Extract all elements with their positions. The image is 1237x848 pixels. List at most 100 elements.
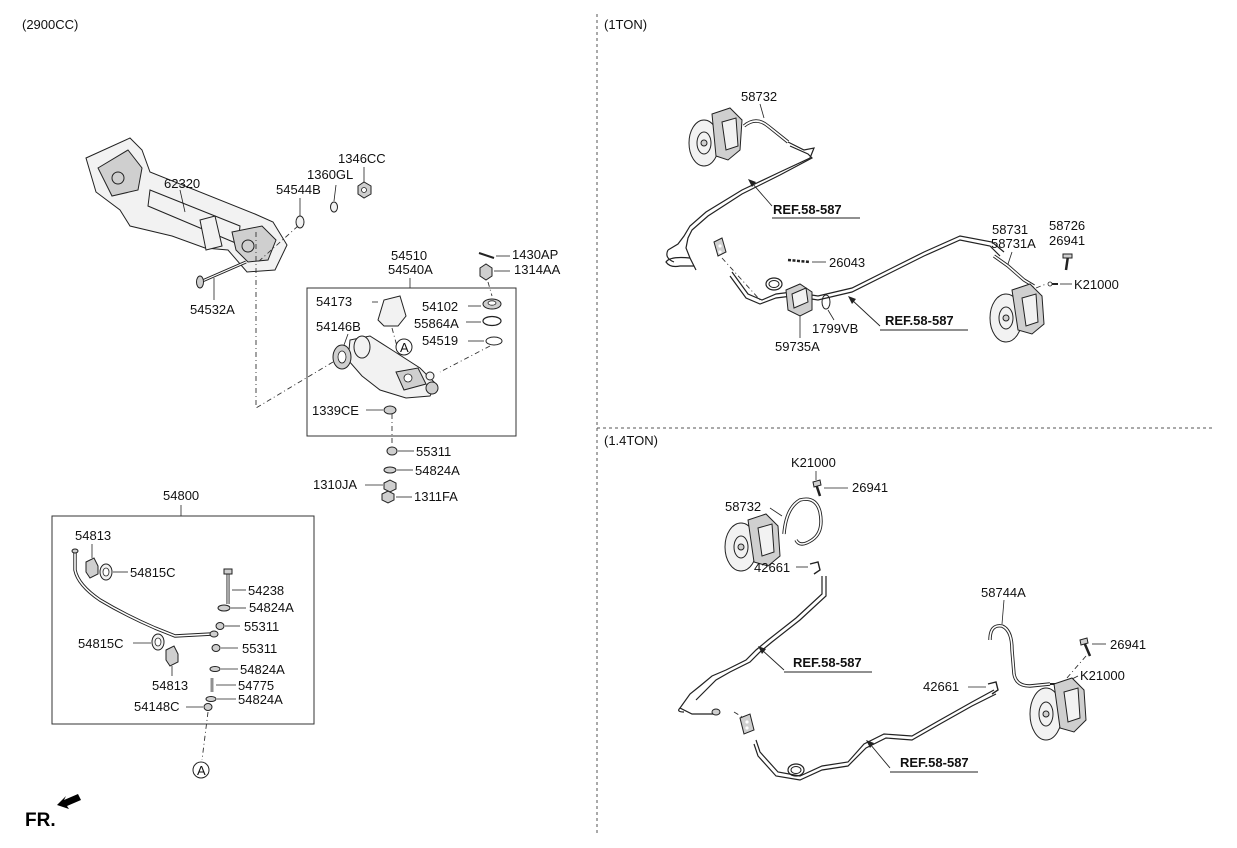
brake-disc-right-14ton xyxy=(1029,677,1087,741)
label-54824A-d: 54824A xyxy=(238,692,283,707)
ref-arrow-4 xyxy=(866,740,978,773)
label-59735A: 59735A xyxy=(775,339,820,354)
brake-line-right-1ton xyxy=(729,235,1005,305)
label-1346CC: 1346CC xyxy=(338,151,386,166)
label-42661-a: 42661 xyxy=(754,560,790,575)
label-54519: 54519 xyxy=(422,333,458,348)
callout-A-label-bar: A xyxy=(197,763,206,778)
clip-1799VB xyxy=(821,294,835,321)
label-54815C-a: 54815C xyxy=(130,565,176,580)
label-54238: 54238 xyxy=(248,583,284,598)
label-1314AA: 1314AA xyxy=(514,262,561,277)
lower-arm-body xyxy=(347,335,439,399)
label-54824A-b: 54824A xyxy=(249,600,294,615)
connector-K21000-1ton xyxy=(1047,281,1072,287)
label-26941-1ton: 26941 xyxy=(1049,233,1085,248)
callout-A-label-arm: A xyxy=(400,340,409,355)
label-58732-1ton: 58732 xyxy=(741,89,777,104)
washer-54824A-c xyxy=(209,666,238,672)
section-label-engine: (2900CC) xyxy=(22,17,78,32)
label-58732-14ton: 58732 xyxy=(725,499,761,514)
label-62320: 62320 xyxy=(164,176,200,191)
label-55311-a: 55311 xyxy=(416,444,451,459)
bushing-55311-c xyxy=(211,644,238,652)
label-54510: 54510 xyxy=(391,248,427,263)
ref-label-3: REF.58-587 xyxy=(793,655,862,670)
brake-disc-left-14ton xyxy=(724,513,781,572)
label-55864A: 55864A xyxy=(414,316,459,331)
bracket-54813-a xyxy=(85,544,99,579)
label-54540A: 54540A xyxy=(388,262,433,277)
label-54146B: 54146B xyxy=(316,319,361,334)
tee-block-14ton xyxy=(739,713,755,735)
crossmember-62320 xyxy=(85,137,288,273)
clip-42661-b xyxy=(968,681,999,695)
hose-58732-14ton xyxy=(769,497,823,546)
label-K21000-b-14ton: K21000 xyxy=(1080,668,1125,683)
stabilizer-bar xyxy=(71,548,219,638)
bushing-55311-a xyxy=(386,446,414,456)
section-label-1ton: (1TON) xyxy=(604,17,647,32)
label-K21000-1ton: K21000 xyxy=(1074,277,1119,292)
proportioning-valve-59735A xyxy=(785,283,813,338)
front-marker: FR. xyxy=(25,810,56,831)
label-55311-b: 55311 xyxy=(244,619,279,634)
label-54148C: 54148C xyxy=(134,699,180,714)
bushing-54146B xyxy=(332,333,371,370)
label-58731A: 58731A xyxy=(991,236,1036,251)
nut-1346CC xyxy=(357,167,372,199)
washer-1360GL xyxy=(330,184,338,213)
brake-disc-left-1ton xyxy=(688,107,743,167)
tee-block-1ton xyxy=(713,237,727,257)
label-1311FA: 1311FA xyxy=(414,489,458,504)
screw-1430AP xyxy=(478,252,510,259)
label-1799VB: 1799VB xyxy=(812,321,858,336)
front-arrow-icon xyxy=(57,794,81,809)
label-58731: 58731 xyxy=(992,222,1028,237)
brake-line-left-14ton xyxy=(678,576,827,716)
label-54102: 54102 xyxy=(422,299,458,314)
bushing-54815C-a xyxy=(99,563,128,581)
hose-58731-1ton xyxy=(993,251,1035,288)
bolt-54238 xyxy=(223,568,246,604)
hose-58744A xyxy=(988,599,1051,688)
callout-A-arm xyxy=(395,338,413,356)
section-label-1-4ton: (1.4TON) xyxy=(604,433,658,448)
bolt-54775 xyxy=(210,678,236,692)
label-54775: 54775 xyxy=(238,678,274,693)
ref-arrow-2 xyxy=(848,296,968,331)
hose-58732-1ton xyxy=(742,103,790,144)
label-54824A-a: 54824A xyxy=(415,463,460,478)
bolt-26941-a-14ton xyxy=(812,479,848,497)
bushing-55311-b xyxy=(215,622,240,630)
ref-arrow-3 xyxy=(758,646,872,673)
screw-58726 xyxy=(1062,253,1073,271)
label-55311-c: 55311 xyxy=(242,641,277,656)
ring-55864A xyxy=(466,315,502,327)
label-58744A: 58744A xyxy=(981,585,1026,600)
label-26941-b-14ton: 26941 xyxy=(1110,637,1146,652)
bushing-54148C xyxy=(186,703,213,711)
seat-54102 xyxy=(468,298,502,310)
label-54532A: 54532A xyxy=(190,302,235,317)
ref-arrow-1 xyxy=(748,179,860,219)
nut-1310JA xyxy=(365,479,397,493)
callout-A-bar xyxy=(192,761,210,779)
ring-54519 xyxy=(468,336,503,346)
bleeder-26043 xyxy=(787,258,826,264)
brake-line-left-1ton xyxy=(665,141,815,271)
label-54544B: 54544B xyxy=(276,182,321,197)
label-1360GL: 1360GL xyxy=(307,167,353,182)
label-54173: 54173 xyxy=(316,294,352,309)
clip-42661-a xyxy=(796,561,821,575)
washer-1339CE xyxy=(366,405,397,415)
lower-arm-assembly-box xyxy=(306,287,517,437)
ref-label-1: REF.58-587 xyxy=(773,202,842,217)
label-54824A-c: 54824A xyxy=(240,662,285,677)
brake-disc-right-1ton xyxy=(989,283,1045,343)
label-1339CE: 1339CE xyxy=(312,403,359,418)
washer-54544B xyxy=(295,198,305,229)
label-54813-b: 54813 xyxy=(152,678,188,693)
label-1430AP: 1430AP xyxy=(512,247,558,262)
